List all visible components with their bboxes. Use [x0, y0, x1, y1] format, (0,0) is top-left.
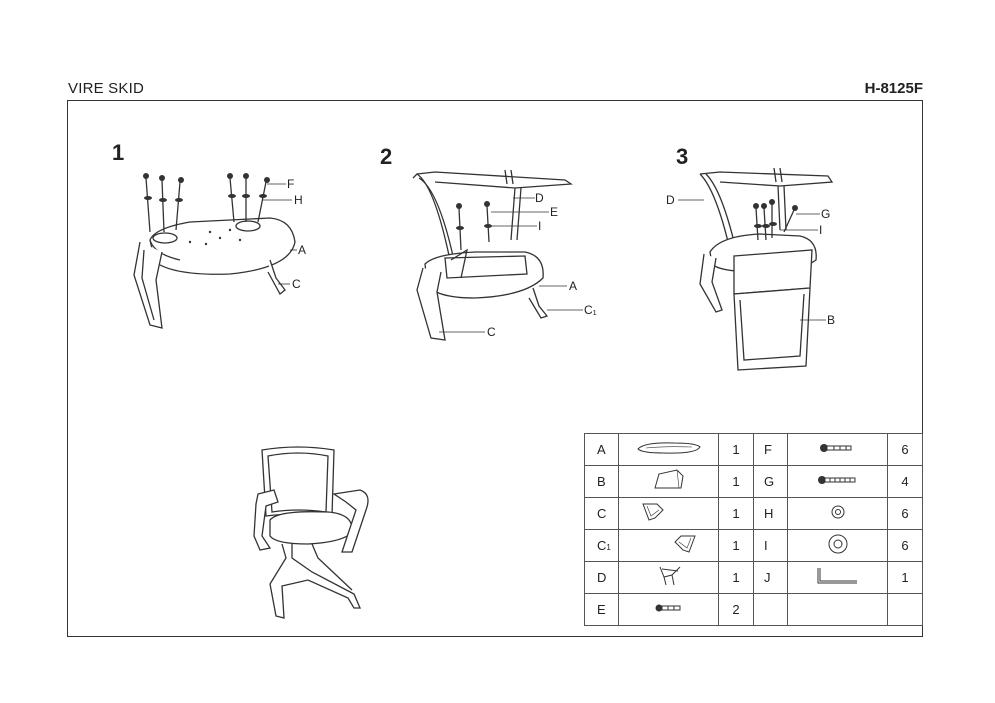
part-quantity: 6 — [887, 529, 923, 562]
part-letter: G — [753, 465, 788, 498]
part-quantity: 6 — [887, 497, 923, 530]
step-2-label-i: I — [538, 219, 541, 233]
step-2-diagram: D E I A C₁ C — [412, 169, 597, 341]
step-3-label-i: I — [819, 223, 822, 237]
step-2-label-c: C — [487, 325, 496, 339]
step-2-label-e: E — [550, 205, 558, 219]
table-row: C1 1 I 6 — [584, 529, 923, 562]
allen-key-icon — [787, 561, 888, 594]
part-letter: I — [753, 529, 788, 562]
long-bolt-icon — [787, 465, 888, 498]
step-1-diagram: F H A C — [133, 173, 306, 329]
part-letter: J — [753, 561, 788, 594]
part-quantity-empty — [887, 593, 923, 626]
table-row: E 2 — [584, 593, 923, 626]
bolt-icon — [618, 593, 719, 626]
part-quantity: 1 — [887, 561, 923, 594]
part-letter: B — [584, 465, 619, 498]
empty-cell — [787, 593, 888, 626]
step-1-label-c: C — [292, 277, 301, 291]
instruction-frame — [67, 100, 923, 637]
part-quantity: 4 — [887, 465, 923, 498]
step-3-number: 3 — [676, 144, 689, 169]
part-quantity: 1 — [718, 561, 754, 594]
step-2-label-a: A — [569, 279, 577, 293]
step-1-number: 1 — [112, 140, 125, 165]
part-letter: E — [584, 593, 619, 626]
step-1-label-a: A — [298, 243, 306, 257]
table-row: C 1 H 6 — [584, 497, 923, 530]
part-quantity: 1 — [718, 465, 754, 498]
step-2-label-d: D — [535, 191, 544, 205]
step-1-label-f: F — [287, 177, 294, 191]
part-letter: C — [584, 497, 619, 530]
step-3-label-d: D — [666, 193, 675, 207]
bolt-icon — [787, 433, 888, 466]
part-quantity: 1 — [718, 529, 754, 562]
assembled-chair-illustration — [253, 446, 369, 619]
backrest-icon — [618, 465, 719, 498]
part-quantity: 6 — [887, 433, 923, 466]
frame-icon — [618, 561, 719, 594]
step-2-label-c1: C₁ — [584, 303, 597, 317]
part-quantity: 1 — [718, 497, 754, 530]
parts-table: A 1 F 6 B 1 G 4 C — [584, 433, 923, 626]
step-1-label-h: H — [294, 193, 303, 207]
model-number: H-8125F — [864, 80, 923, 97]
part-letter: A — [584, 433, 619, 466]
table-row: A 1 F 6 — [584, 433, 923, 466]
table-row: B 1 G 4 — [584, 465, 923, 498]
step-3-label-b: B — [827, 313, 835, 327]
part-letter: H — [753, 497, 788, 530]
armrest-icon — [618, 497, 719, 530]
part-letter-empty — [753, 593, 788, 626]
part-letter: F — [753, 433, 788, 466]
table-row: D 1 J 1 — [584, 561, 923, 594]
document-title: VIRE SKID — [68, 80, 144, 97]
part-letter: D — [584, 561, 619, 594]
seat-icon — [618, 433, 719, 466]
part-letter: C1 — [584, 529, 619, 562]
large-washer-icon — [787, 529, 888, 562]
step-2-number: 2 — [380, 144, 393, 169]
washer-icon — [787, 497, 888, 530]
part-quantity: 2 — [718, 593, 754, 626]
step-3-diagram: D G I B — [666, 167, 835, 371]
part-quantity: 1 — [718, 433, 754, 466]
step-3-label-g: G — [821, 207, 830, 221]
armrest-icon — [618, 529, 719, 562]
